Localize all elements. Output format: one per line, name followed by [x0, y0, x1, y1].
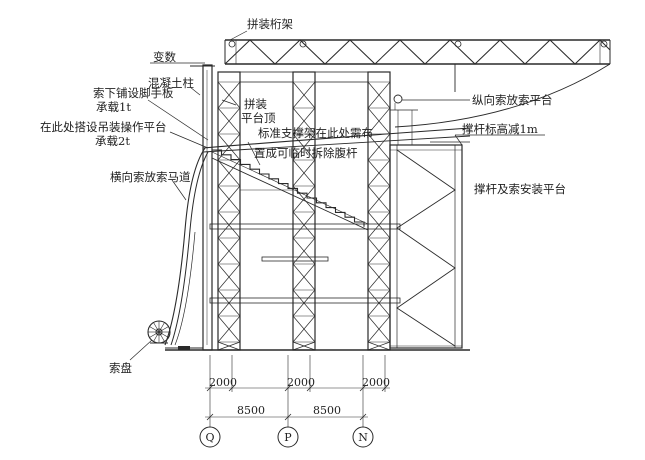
tower-brace [367, 159, 391, 187]
reel-spoke [153, 331, 160, 342]
concrete-column [190, 64, 215, 351]
label-standard-support-line2: 置成可临时拆除腹杆 [254, 146, 358, 160]
dim-bay-width-p: 2000 [287, 376, 315, 389]
reel-spoke [158, 331, 169, 338]
axis-label-p: P [284, 431, 292, 444]
main-cables [202, 127, 471, 153]
tower-brace [292, 237, 316, 265]
tower-brace [292, 133, 316, 161]
label-concrete-column: 混凝土柱 [148, 76, 194, 90]
tower-brace [217, 237, 241, 265]
label-longitudinal-cable-platform: 纵向索放索平台 [472, 93, 553, 107]
label-cable-walkway-line1: 索下铺设脚手板 [93, 86, 174, 100]
cable-runway-steps [211, 149, 369, 231]
tower-brace [217, 341, 241, 351]
tower-brace [292, 159, 316, 187]
tower-brace [367, 185, 391, 213]
tower-brace [292, 81, 316, 109]
cable-reel [147, 320, 171, 344]
dim-bay-width-n: 2000 [362, 376, 390, 389]
dim-span-q-p: 8500 [237, 404, 265, 417]
tower-brace [217, 81, 241, 109]
tower-brace [217, 211, 241, 239]
tower-brace [217, 263, 241, 291]
reel-spoke [153, 322, 160, 333]
tower-brace [292, 107, 316, 135]
tower-brace [367, 133, 391, 161]
ground-line [165, 346, 470, 351]
reel-spoke [149, 326, 160, 333]
tower-brace [292, 185, 316, 213]
label-cable-reel: 索盘 [109, 361, 132, 375]
tower-brace [367, 81, 391, 109]
tower-brace [217, 133, 241, 161]
runway-chord [211, 151, 369, 225]
label-assembly-top-line1: 拼装 [244, 97, 267, 111]
label-assembly-top-line2: 平台顶 [241, 111, 276, 125]
tower-brace [292, 315, 316, 343]
reel-spoke [149, 331, 160, 338]
label-hoist-platform-line1: 在此处搭设吊装操作平台 [40, 120, 167, 134]
label-standard-support-line1: 标准支撑架在此处需布 [258, 126, 373, 140]
reel-spoke [158, 331, 165, 342]
dim-span-p-n: 8500 [313, 404, 341, 417]
horizontal-ties [209, 189, 401, 304]
tower-brace [367, 211, 391, 239]
axis-label-n: N [358, 431, 368, 444]
tower-brace [217, 107, 241, 135]
runway-step-profile [212, 149, 365, 227]
tower-brace [367, 107, 391, 135]
reel-spoke [158, 322, 165, 333]
label-transverse-runway: 横向索放索马道 [110, 170, 191, 184]
tower-brace [217, 159, 241, 187]
grid-axis-markers: Q P N [199, 420, 374, 448]
tower-brace [367, 237, 391, 265]
label-cable-walkway-line2: 承载1t [96, 100, 131, 114]
axis-label-q: Q [205, 431, 214, 444]
annotation-labels: 拼装桁架 变数 混凝土柱 拼装 平台顶 索下铺设脚手板 承载1t 在此处搭设吊装… [40, 17, 566, 375]
tower-brace [217, 185, 241, 213]
tower-brace [367, 315, 391, 343]
reel-spoke [158, 326, 169, 333]
label-hoist-platform-line2: 承载2t [95, 134, 130, 148]
runway-chord [211, 157, 369, 231]
tower-brace [367, 341, 391, 351]
dim-bay-width-q: 2000 [209, 376, 237, 389]
tower-brace [217, 315, 241, 343]
dimension-lines: 2000 2000 2000 8500 8500 [205, 355, 390, 421]
strut-install-scaffold [389, 94, 463, 349]
label-strut-install-platform: 撑杆及索安装平台 [474, 182, 566, 196]
tower-brace [292, 341, 316, 351]
label-strut-elevation: 撑杆标高减1m [462, 122, 538, 136]
leader-lines [129, 30, 545, 361]
label-variable-section: 变数 [153, 50, 176, 64]
assembly-truss [224, 39, 611, 128]
tower-brace [292, 263, 316, 291]
tower-brace [367, 263, 391, 291]
label-assembly-truss: 拼装桁架 [247, 17, 293, 31]
tower-brace [292, 211, 316, 239]
